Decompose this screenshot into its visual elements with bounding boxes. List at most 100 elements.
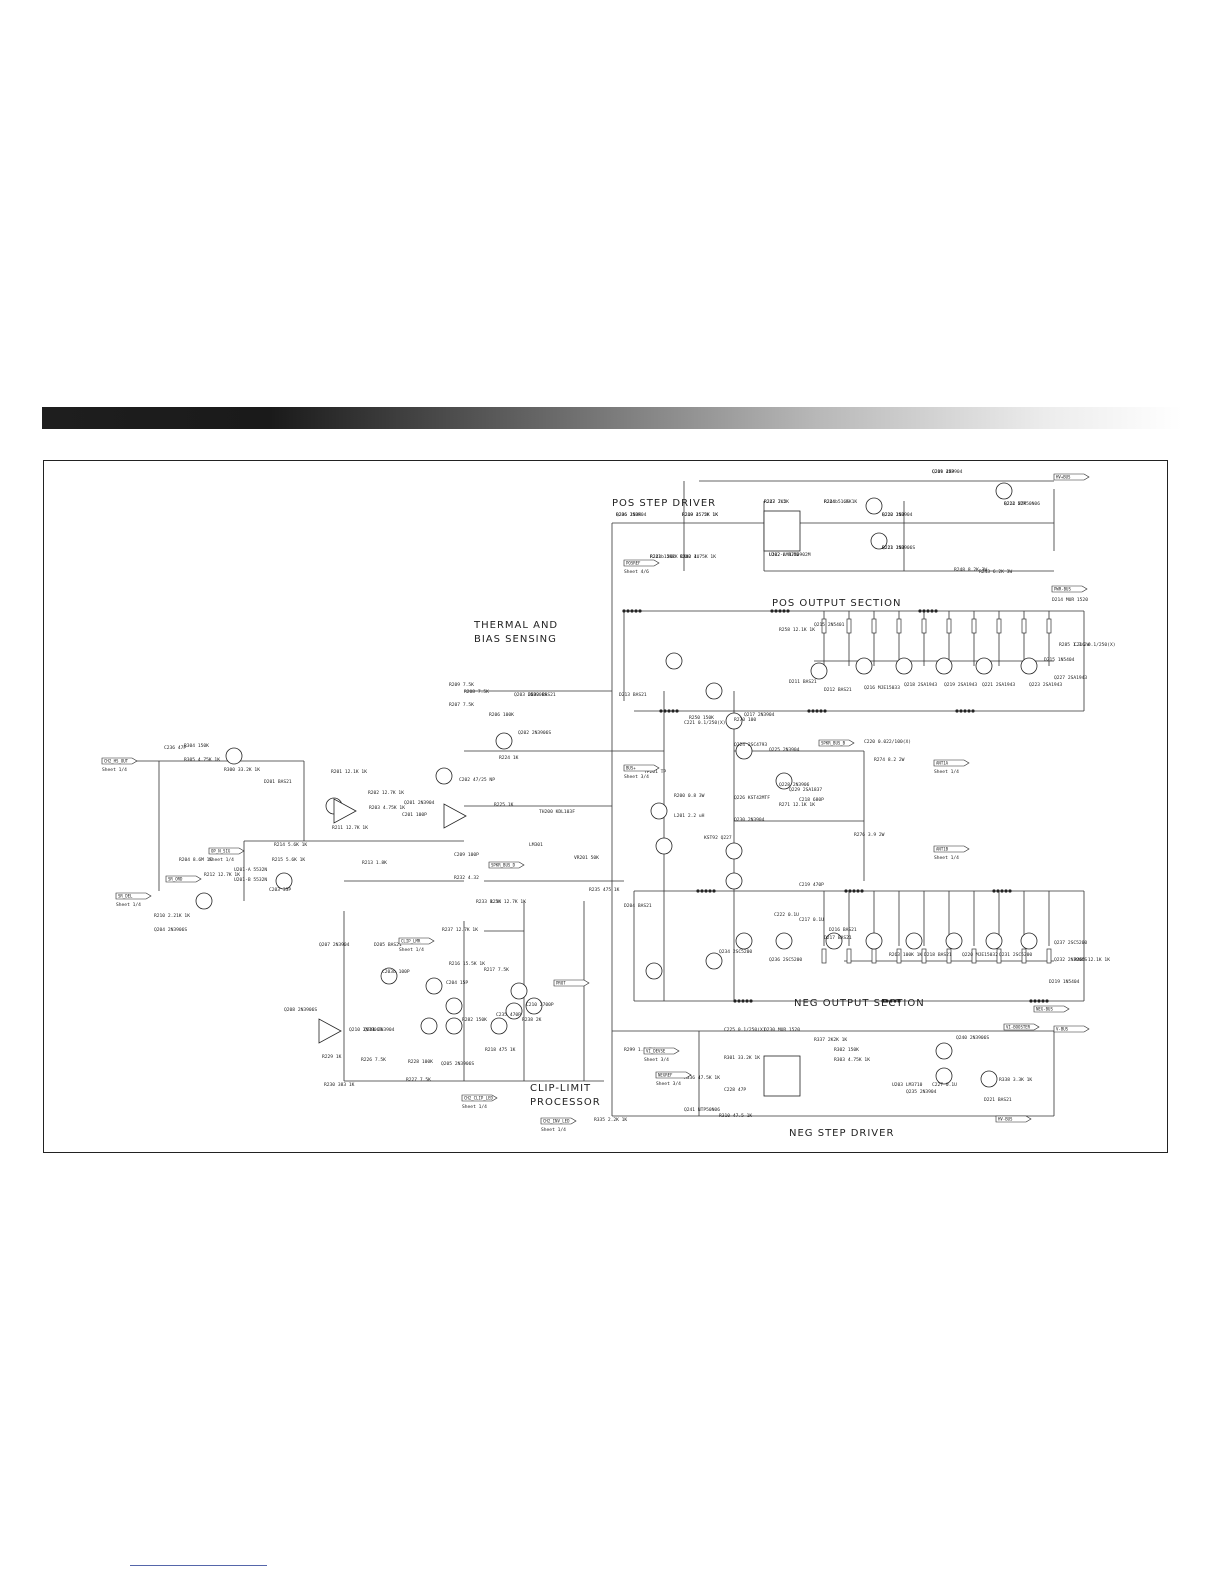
port-label: PWR-BUS <box>1054 587 1071 592</box>
transistor-symbol <box>645 962 663 980</box>
component-label: U201-B 5532N <box>234 877 267 883</box>
component-label: R206 100K <box>489 712 514 718</box>
component-label: R258 12.1K 1K <box>779 627 815 633</box>
port-flag <box>553 979 590 987</box>
component-label: R263 100K 1K <box>889 952 922 958</box>
component-label: Q230 2N3904 <box>734 817 765 823</box>
transistor-symbol <box>895 657 913 675</box>
junction-dot <box>659 709 663 713</box>
component-label: R271 12.1K 1K <box>779 802 815 808</box>
sheet-note: Sheet 3/4 <box>656 1081 681 1087</box>
port-label: NEG-BUS <box>1036 1007 1053 1012</box>
opamp-symbol <box>333 798 357 824</box>
port-label: CLIP_LMR <box>401 939 421 944</box>
sheet-note: Sheet 4/6 <box>624 569 649 575</box>
component-label: Q217 2N3904 <box>744 712 775 718</box>
component-label: D214 MUR 1520 <box>1052 597 1088 603</box>
junction-dot <box>922 609 926 613</box>
component-label: Q235 2N3904 <box>906 1089 937 1095</box>
component-label: D218 BAS21 <box>924 952 952 958</box>
sheet-note: Sheet 3/4 <box>644 1057 669 1063</box>
component-label: Q204 2N3906S <box>154 927 187 933</box>
neg-resistor <box>821 948 827 964</box>
component-label: Q209 2N3904 <box>932 469 963 475</box>
component-label: R217 7.5K <box>484 967 509 973</box>
component-label: R247 2K2 <box>764 499 786 505</box>
pos-resistor <box>946 618 952 634</box>
port-flag <box>643 1047 680 1055</box>
junction-dot <box>741 999 745 1003</box>
component-label: Q223 2SA1943 <box>1029 682 1062 688</box>
junction-dot <box>926 609 930 613</box>
junction-dot <box>667 709 671 713</box>
component-label: R203 4.75K 1K <box>369 805 405 811</box>
port-label: ANT1B <box>936 847 949 852</box>
pos-resistor <box>921 618 927 634</box>
junction-dot <box>1008 889 1012 893</box>
transistor-symbol <box>195 892 213 910</box>
transistor-symbol <box>275 872 293 890</box>
component-label: D215 1N5404 <box>1044 657 1075 663</box>
component-label: D221 BAS21 <box>984 1097 1012 1103</box>
neg-resistor <box>921 948 927 964</box>
transistor-symbol <box>380 967 398 985</box>
wire-network <box>124 480 1085 1117</box>
pos-resistor <box>996 618 1002 634</box>
component-label: D217 BAS21 <box>824 935 852 941</box>
component-label: Q208 2N3906S <box>284 1007 317 1013</box>
transistor-symbol <box>810 662 828 680</box>
junction-dot <box>708 889 712 893</box>
transistor-symbol <box>905 932 923 950</box>
junction-dot <box>770 609 774 613</box>
junction-dot <box>634 609 638 613</box>
component-label: R209 7.5K <box>449 682 474 688</box>
junction-dot <box>918 609 922 613</box>
junction-dot <box>881 999 885 1003</box>
transistor-symbol <box>935 1067 953 1085</box>
component-label: R202 12.7K 1K <box>368 790 404 796</box>
component-label: R200 0.8 3W <box>674 793 705 799</box>
junction-dot <box>971 709 975 713</box>
component-label: R337 2K2K 1K <box>814 1037 847 1043</box>
pos-resistor <box>896 618 902 634</box>
transistor-symbol <box>505 1002 523 1020</box>
component-label: R265 12.1K 1K <box>1074 957 1110 963</box>
component-label: D204 BAS21 <box>624 903 652 909</box>
component-label: R282 150K <box>462 1017 487 1023</box>
port-label: CH2_CLIP_LED <box>464 1096 493 1101</box>
transistor-symbol <box>985 932 1003 950</box>
opamp-symbol <box>443 803 467 829</box>
junction-dot <box>733 999 737 1003</box>
junction-dot <box>745 999 749 1003</box>
junction-dot <box>786 609 790 613</box>
junction-dot <box>955 709 959 713</box>
component-label: VR201 50K <box>574 855 599 861</box>
port-label: VI_DEVSE <box>646 1049 666 1054</box>
component-label: Q206 2N3904 <box>616 512 647 518</box>
junction-dot <box>1000 889 1004 893</box>
port-label: BUS+ <box>626 766 636 771</box>
component-label: R338 3.3K 1K <box>999 1077 1032 1083</box>
component-label: R232 4.32 <box>454 875 479 881</box>
port-label: V-BUS <box>1056 1027 1069 1032</box>
port-label: SPKR_BUS_D <box>491 863 516 868</box>
neg-resistor <box>996 948 1002 964</box>
component-group <box>195 482 1052 1097</box>
component-label: Q212 2N3904 <box>882 512 913 518</box>
port-label: CH2_INV_LED <box>543 1119 570 1124</box>
component-label: TP201 TP <box>644 769 666 775</box>
transistor-symbol <box>935 1042 953 1060</box>
section-title-neg-step-driver: NEG STEP DRIVER <box>789 1128 894 1139</box>
component-label: Q225 2N3904 <box>769 747 800 753</box>
component-label: Q205 2N3906S <box>441 1061 474 1067</box>
component-label: R241 150K <box>650 554 675 560</box>
component-label: C200 1U <box>680 554 700 560</box>
component-label: Q201 2N3904 <box>404 800 435 806</box>
transistor-symbol <box>665 652 683 670</box>
component-label: D212 BAS21 <box>824 687 852 693</box>
junction-dot <box>815 709 819 713</box>
junction-dot <box>1045 999 1049 1003</box>
section-title-neg-output: NEG OUTPUT SECTION <box>794 998 925 1009</box>
transistor-symbol <box>865 497 883 515</box>
transistor-symbol <box>975 657 993 675</box>
